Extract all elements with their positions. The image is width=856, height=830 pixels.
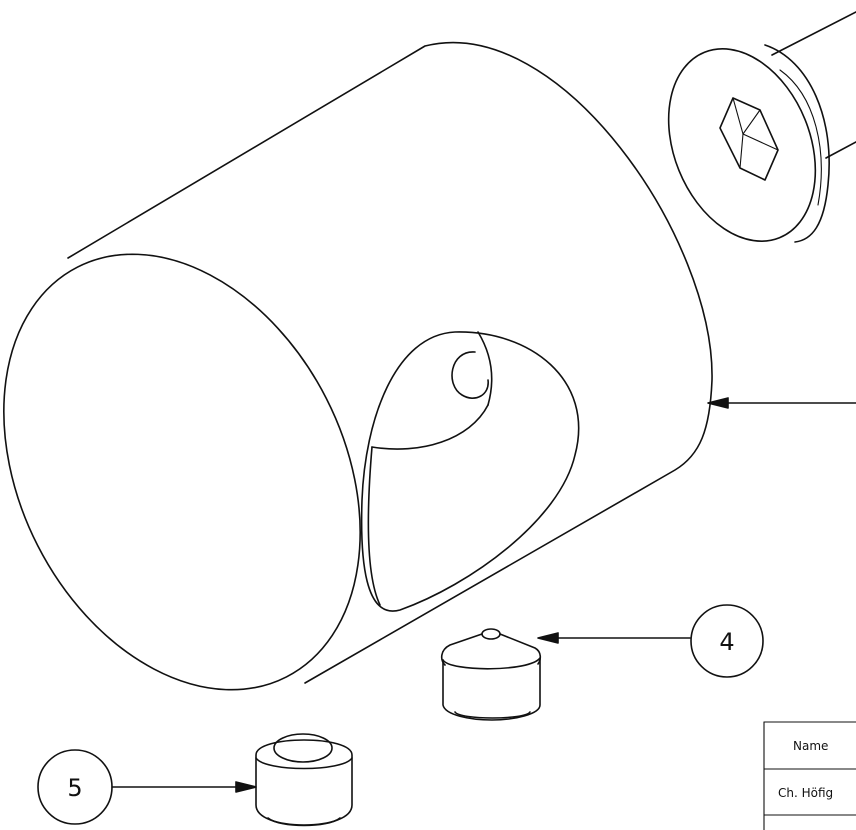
pin-cone: [440, 633, 483, 666]
leader-cylinder: [707, 397, 856, 409]
pin-body-outline: [442, 657, 541, 721]
cross-hole-inner-edge: [371, 404, 489, 450]
plug-body-outline: [255, 739, 353, 826]
plug-bottom-chamfer: [267, 817, 341, 827]
screw-head-rim-inner: [779, 69, 822, 206]
screw-shank-top-edge: [771, 11, 856, 56]
plug-top-recess: [273, 733, 333, 763]
hex-socket-facet-2: [742, 133, 779, 151]
screw-head-rim: [764, 44, 830, 243]
pin-shoulder: [442, 657, 541, 670]
hex-socket-facet: [742, 109, 761, 135]
small-threaded-hole: [451, 351, 489, 399]
pin-bottom-chamfer: [454, 711, 531, 719]
short-plug: [255, 733, 353, 827]
arrowhead-cylinder: [707, 397, 729, 409]
title-block-author: Ch. Höfig: [778, 786, 833, 800]
leader-4: [537, 632, 691, 644]
screw-shank-bottom-edge: [825, 141, 856, 159]
balloon-4-circle: [690, 604, 764, 678]
balloon-4-number: 4: [719, 628, 734, 656]
arrowhead-4: [537, 632, 559, 644]
arrowhead-5: [235, 781, 257, 793]
title-block: Name Ch. Höfig: [763, 721, 856, 830]
balloon-5-circle: [37, 749, 113, 825]
countersunk-screw: [667, 11, 856, 243]
cross-hole-inner-curve: [367, 446, 381, 606]
pin-tip: [481, 628, 501, 640]
title-block-name-label: Name: [793, 739, 828, 753]
cross-hole-inner-wall: [477, 331, 493, 406]
cylinder-silhouette: [67, 41, 713, 684]
balloon-5: 5: [37, 749, 113, 825]
balloon-5-number: 5: [67, 774, 82, 802]
cross-hole-opening: [360, 331, 580, 612]
cylinder-end-face: [3, 253, 361, 691]
balloon-4: 4: [690, 604, 764, 678]
leader-5: [111, 781, 257, 793]
pointed-pin: [440, 628, 542, 721]
pin-cone-right: [499, 633, 542, 665]
plug-top-chamfer: [255, 757, 353, 770]
cylinder-body: [3, 41, 713, 691]
